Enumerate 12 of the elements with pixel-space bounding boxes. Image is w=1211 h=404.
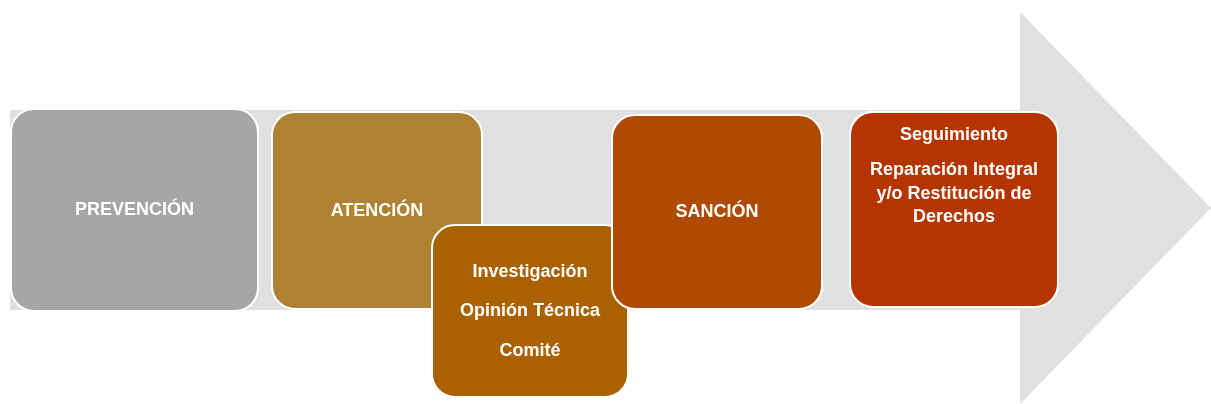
process-box	[10, 108, 259, 312]
box-label: PREVENCIÓN	[75, 198, 194, 222]
process-box	[431, 224, 629, 398]
process-box	[611, 114, 823, 310]
process-box	[849, 111, 1059, 308]
box-label: Opinión Técnica	[460, 299, 600, 323]
box-label: ATENCIÓN	[330, 198, 424, 222]
box-label: Reparación Integral y/o Restitución de Derechos	[868, 158, 1039, 229]
box-label: Investigación	[472, 259, 588, 283]
box-label: Comité	[499, 338, 561, 362]
box-heading: Seguimiento	[900, 123, 1008, 146]
box-label: SANCIÓN	[675, 200, 759, 224]
